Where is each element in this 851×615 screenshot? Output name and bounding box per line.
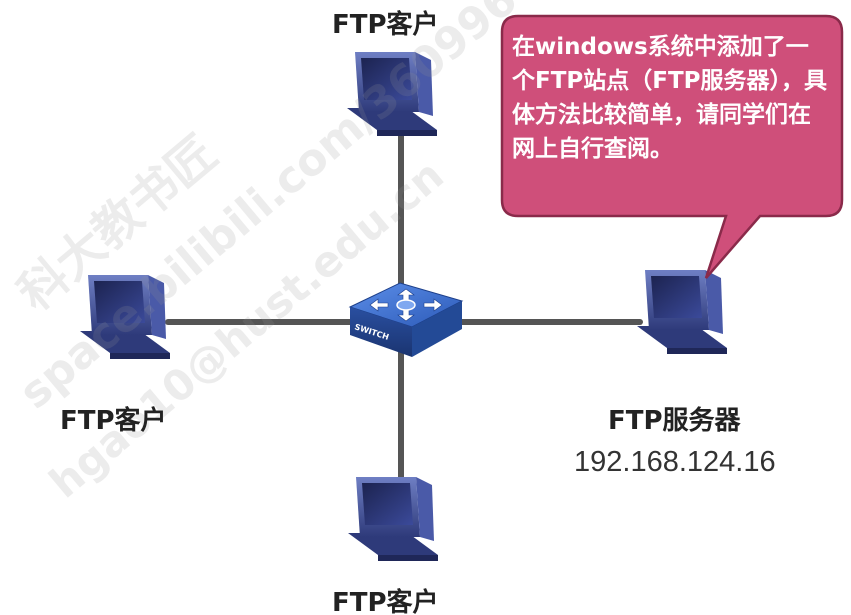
computer-left-icon[interactable] — [80, 275, 170, 359]
links — [165, 125, 643, 485]
server-name-label: FTP服务器 — [608, 406, 741, 436]
switch-icon[interactable]: SWITCH — [348, 282, 464, 357]
computer-server-icon[interactable] — [637, 270, 727, 354]
client-top-label: FTP客户 — [332, 10, 439, 40]
computer-top-icon[interactable] — [347, 52, 437, 136]
callout-text: 在windows系统中添加了一个FTP站点（FTP服务器），具体方法比较简单，请… — [512, 34, 828, 162]
client-bottom-label: FTP客户 — [332, 588, 439, 615]
callout-bubble — [500, 14, 844, 279]
client-left-label: FTP客户 — [60, 406, 167, 436]
server-ip-label: 192.168.124.16 — [574, 446, 776, 478]
computer-bottom-icon[interactable] — [348, 477, 438, 561]
